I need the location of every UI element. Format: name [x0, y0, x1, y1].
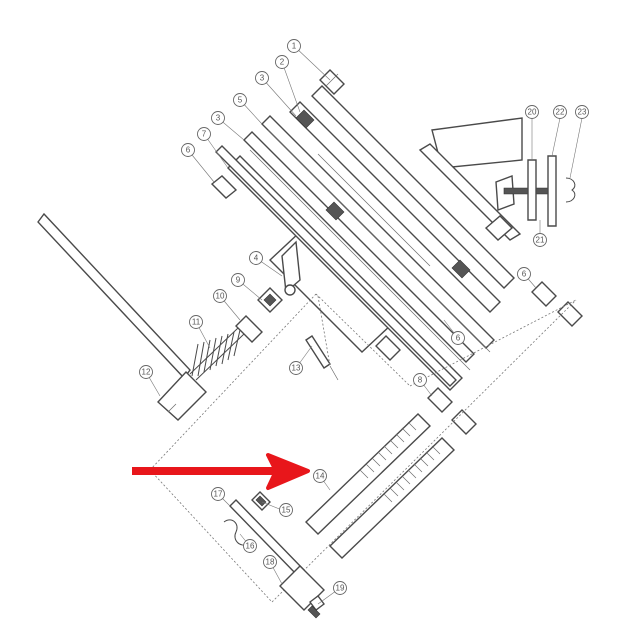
nut-part-9: [257, 287, 283, 313]
svg-text:1: 1: [292, 42, 297, 51]
callout-15: 15: [279, 503, 293, 517]
callout-7: 7: [197, 127, 211, 141]
callout-24: 23: [575, 105, 589, 119]
svg-text:9: 9: [236, 276, 241, 285]
callout-17: 17: [211, 487, 225, 501]
callout-21: 20: [525, 105, 539, 119]
leader-lines: [145, 45, 583, 605]
callout-16: 16: [243, 539, 257, 553]
callout-3a: 3: [255, 71, 269, 85]
callout-6c: 6: [517, 267, 531, 281]
red-arrow: [132, 453, 310, 490]
callout-6a: 6: [181, 143, 195, 157]
spring: [189, 327, 245, 381]
svg-text:20: 20: [528, 108, 537, 117]
sleeve-part: [235, 315, 263, 343]
svg-text:7: 7: [202, 130, 207, 139]
pin-part: [305, 335, 339, 381]
callout-20: 19: [333, 581, 347, 595]
callout-18: 18: [263, 555, 277, 569]
main-housing: [268, 231, 394, 353]
callout-8: 8: [413, 373, 427, 387]
svg-text:18: 18: [266, 558, 275, 567]
lower-small-parts: [223, 491, 325, 619]
callout-2: 2: [275, 55, 289, 69]
callout-4: 4: [249, 251, 263, 265]
svg-text:15: 15: [282, 506, 291, 515]
callout-3b: 3: [211, 111, 225, 125]
svg-text:23: 23: [578, 108, 587, 117]
svg-text:3: 3: [216, 114, 221, 123]
callout-1: 1: [287, 39, 301, 53]
callout-13: 13: [289, 361, 303, 375]
svg-text:5: 5: [238, 96, 243, 105]
callout-14: 14: [313, 469, 327, 483]
svg-text:22: 22: [556, 108, 565, 117]
svg-text:17: 17: [214, 490, 223, 499]
svg-text:13: 13: [292, 364, 301, 373]
svg-text:6: 6: [456, 334, 461, 343]
svg-text:21: 21: [536, 236, 545, 245]
motor-bracket: [418, 117, 576, 241]
callout-23: 22: [553, 105, 567, 119]
svg-text:4: 4: [254, 254, 259, 263]
svg-text:12: 12: [142, 368, 151, 377]
callout-12: 12: [139, 365, 153, 379]
svg-text:16: 16: [246, 542, 255, 551]
long-plates: [215, 85, 515, 391]
svg-text:11: 11: [192, 318, 201, 327]
svg-text:6: 6: [186, 146, 191, 155]
svg-text:8: 8: [418, 376, 423, 385]
handle-bar: [37, 212, 207, 421]
svg-text:19: 19: [336, 584, 345, 593]
thread-marks: [295, 109, 471, 279]
svg-text:3: 3: [260, 74, 265, 83]
callout-22: 21: [533, 233, 547, 247]
lead-screws: [305, 413, 455, 559]
callout-11: 11: [189, 315, 203, 329]
callout-5: 5: [233, 93, 247, 107]
nut-part-6-left: [210, 175, 238, 199]
svg-text:2: 2: [280, 58, 285, 67]
svg-text:6: 6: [522, 270, 527, 279]
lower-frame: [149, 293, 577, 603]
callout-6b: 6: [451, 331, 465, 345]
svg-text:10: 10: [216, 292, 225, 301]
svg-text:14: 14: [316, 472, 325, 481]
callout-9: 9: [231, 273, 245, 287]
right-nuts: [375, 281, 583, 435]
callout-10: 10: [213, 289, 227, 303]
